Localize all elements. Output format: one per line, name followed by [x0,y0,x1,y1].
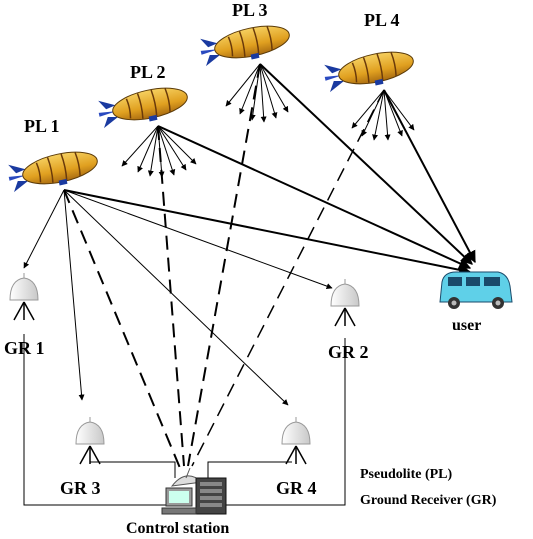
ground-receiver-2: GR 2 [328,278,369,362]
pseudolite-2: PL 2 [95,62,192,133]
ground-receiver-2-label: GR 2 [328,342,369,362]
pseudolite-4: PL 4 [321,10,418,97]
van-icon [439,271,513,309]
pl3-links [187,63,473,467]
wire-gr3 [90,461,176,478]
pseudolite-4-label: PL 4 [364,10,400,30]
blimp-icon [197,19,294,71]
ground-receiver-4: GR 4 [276,416,317,498]
legend-ground-receiver: Ground Receiver (GR) [360,493,497,508]
pseudolite-2-label: PL 2 [130,62,166,82]
ground-receiver-3-label: GR 3 [60,478,101,498]
legend-pseudolite: Pseudolite (PL) [360,467,452,482]
antenna-icon [75,416,105,465]
pseudolite-1: PL 1 [5,116,102,197]
pseudolite-1-label: PL 1 [24,116,60,136]
server-icon [195,477,227,515]
wire-gr4 [207,461,292,478]
blimp-icon [321,45,418,97]
antenna-icon [281,416,311,465]
wire-gr2 [215,338,346,506]
control-station: Control station [126,467,229,537]
ground-receiver-1: GR 1 [4,272,45,358]
pl4-links [191,89,476,467]
wire-gr1 [23,334,175,506]
blimp-icon [5,145,102,197]
antenna-icon [9,272,39,321]
computer-icon [161,487,197,515]
ground-receiver-1-label: GR 1 [4,338,45,358]
ground-receiver-4-label: GR 4 [276,478,317,498]
ground-receiver-3: GR 3 [60,416,105,498]
pl2-links [121,125,472,467]
user-vehicle: user [439,271,513,334]
legend: Pseudolite (PL) Ground Receiver (GR) [360,467,497,508]
antenna-icon [330,278,360,327]
pl1-links [23,189,472,469]
control-station-label: Control station [126,520,229,537]
user-label: user [452,317,481,334]
blimp-icon [95,81,192,133]
pseudolite-3: PL 3 [197,0,294,71]
ground-network-lines [23,334,346,506]
pseudolite-3-label: PL 3 [232,0,268,20]
